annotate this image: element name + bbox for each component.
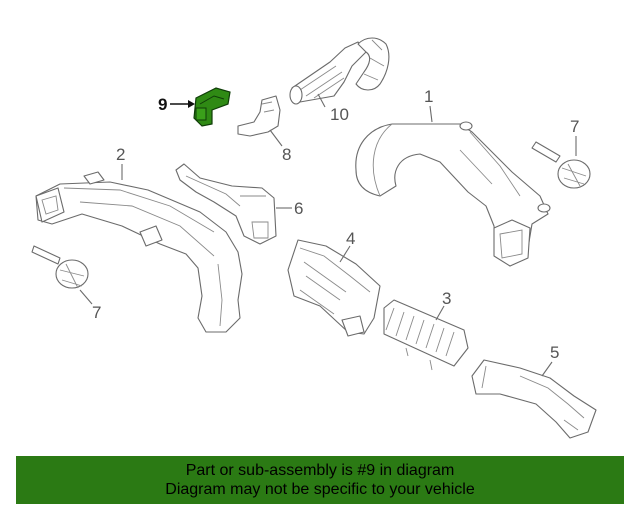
part-10-hose xyxy=(289,37,390,105)
leader-3 xyxy=(435,305,445,321)
parts-diagram: 10 9 8 1 7 2 xyxy=(31,37,597,439)
leader-7-left xyxy=(79,289,93,305)
part-4-housing xyxy=(287,239,381,337)
callout-5: 5 xyxy=(550,343,559,362)
callout-7-right: 7 xyxy=(570,117,579,136)
callout-2: 2 xyxy=(116,145,125,164)
part-9-bracket xyxy=(193,87,231,127)
leader-1 xyxy=(429,105,433,123)
banner-line-2: Diagram may not be specific to your vehi… xyxy=(165,481,475,498)
callout-4: 4 xyxy=(346,229,355,248)
leader-10 xyxy=(317,93,326,108)
leader-8 xyxy=(269,129,283,147)
part-5-duct xyxy=(471,359,597,439)
leader-5 xyxy=(541,361,553,377)
callout-7-left: 7 xyxy=(92,303,101,322)
banner-line-1: Part or sub-assembly is #9 in diagram xyxy=(185,462,455,479)
callout-3: 3 xyxy=(442,289,451,308)
callout-8: 8 xyxy=(282,145,291,164)
part-2-duct xyxy=(35,171,243,333)
part-7-fastener-right xyxy=(531,141,591,189)
part-8-bracket xyxy=(237,95,281,137)
part-7-fastener-left xyxy=(31,245,89,289)
part-6-duct xyxy=(175,163,277,245)
leader-4 xyxy=(339,245,351,263)
callout-10: 10 xyxy=(330,105,349,124)
callout-1: 1 xyxy=(424,87,433,106)
part-1-duct xyxy=(355,121,551,267)
callout-6: 6 xyxy=(294,199,303,218)
disclaimer-banner: Part or sub-assembly is #9 in diagram Di… xyxy=(16,456,624,504)
callout-9: 9 xyxy=(158,95,167,114)
part-3-grille xyxy=(383,299,469,371)
